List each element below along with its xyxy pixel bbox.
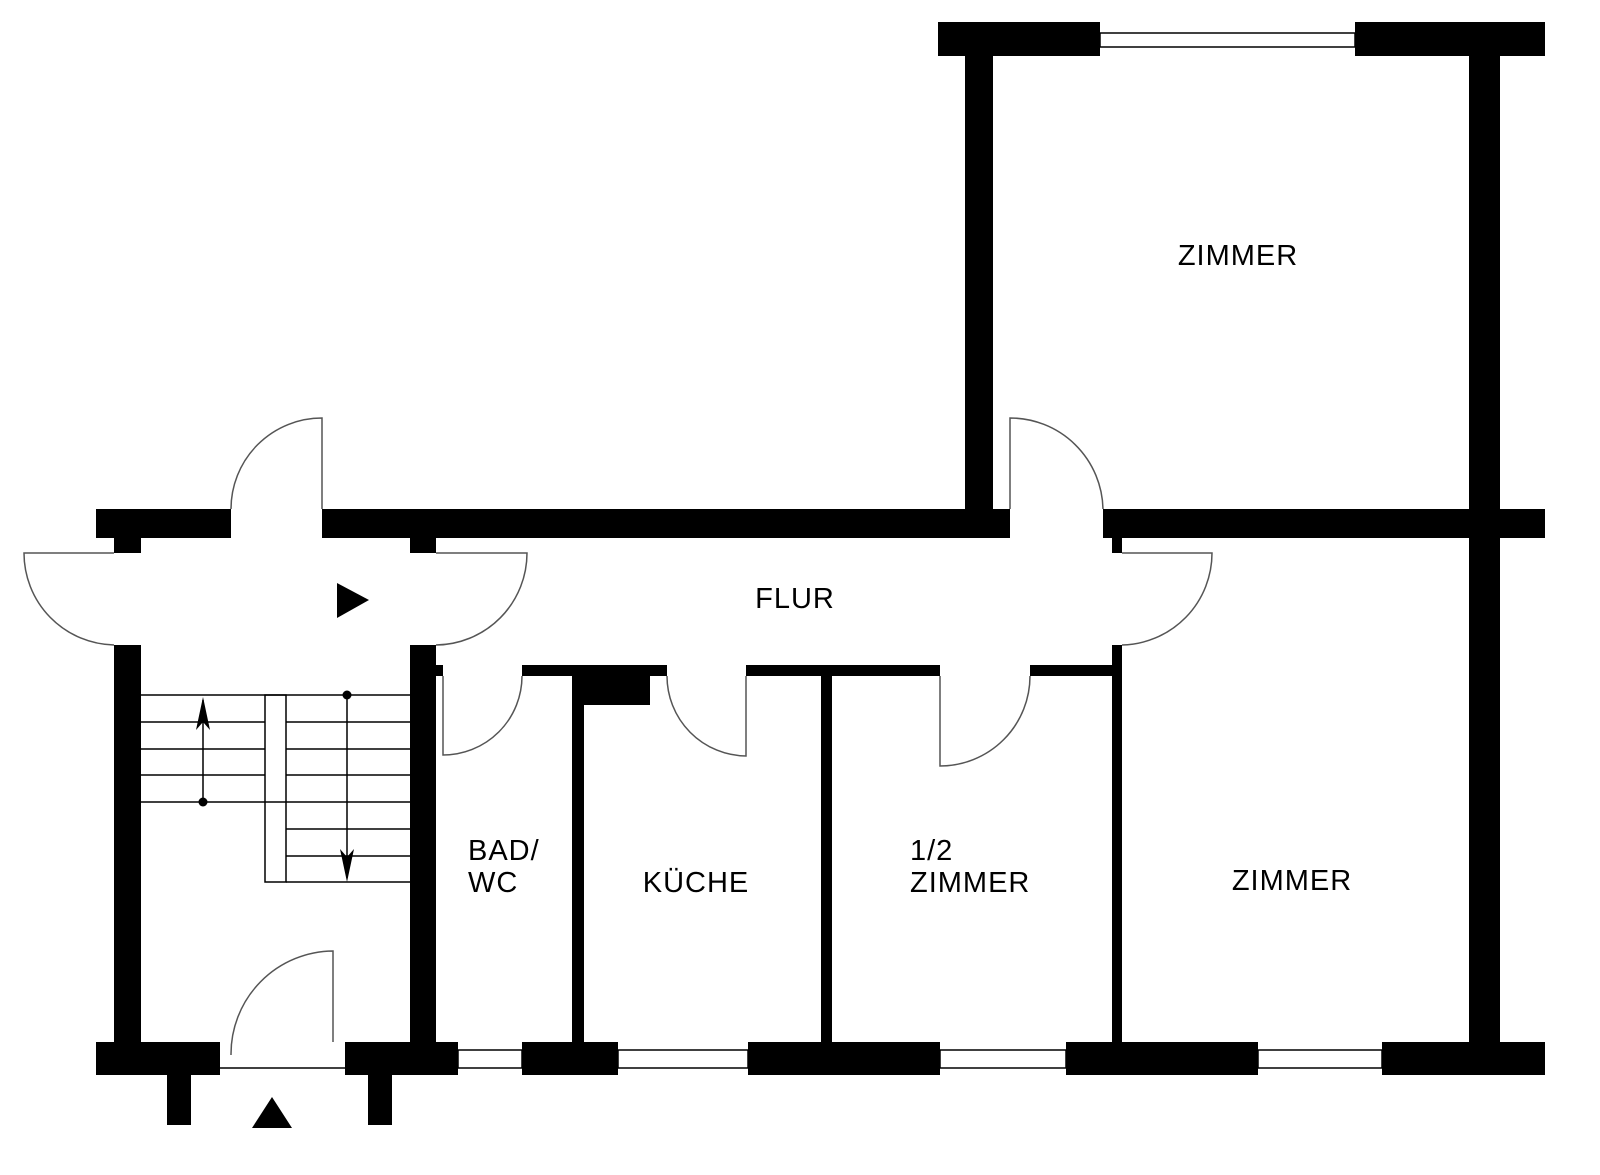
room-label-kueche: KÜCHE bbox=[643, 867, 750, 899]
door-swings bbox=[23, 417, 1213, 1056]
staircase bbox=[141, 690, 410, 883]
room-label-half-zimmer-1: 1/2 bbox=[910, 835, 953, 867]
entrance-arrow-icon bbox=[252, 1097, 292, 1128]
room-label-zimmer-top: ZIMMER bbox=[1178, 240, 1298, 272]
arrow-down-icon bbox=[340, 849, 354, 882]
room-label-zimmer-bottom: ZIMMER bbox=[1232, 865, 1352, 897]
room-label-flur: FLUR bbox=[755, 583, 835, 615]
room-label-half-zimmer-2: ZIMMER bbox=[910, 867, 1030, 899]
windows bbox=[220, 32, 1383, 1069]
room-label-bad-2: WC bbox=[468, 867, 518, 899]
direction-arrow-icon bbox=[337, 583, 369, 618]
room-label-bad-1: BAD/ bbox=[468, 835, 540, 867]
arrow-up-icon bbox=[196, 697, 210, 730]
walls bbox=[96, 22, 1545, 1125]
